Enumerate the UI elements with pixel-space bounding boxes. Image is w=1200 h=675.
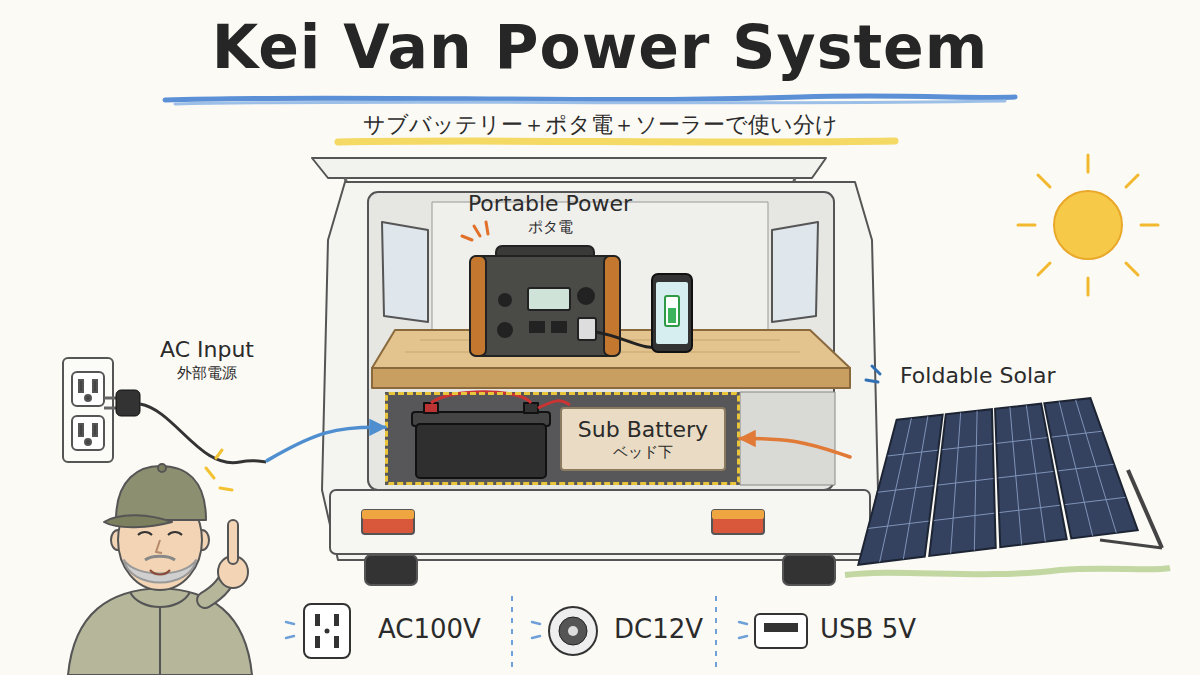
smartphone xyxy=(652,274,692,352)
legend-text: DC12V xyxy=(614,614,703,644)
node-subtext: ポタ電 xyxy=(440,218,660,237)
device-label: Portable Powerポタ電 xyxy=(440,190,660,246)
emphasis-marks xyxy=(866,366,880,382)
emphasis-marks xyxy=(206,450,232,490)
node-subtext: ベッド下 xyxy=(613,443,673,462)
solar-cell-grid xyxy=(997,438,1047,444)
legend-entry: USB 5V xyxy=(735,600,935,662)
subtitle: サブバッテリー＋ポタ電＋ソーラーで使い分け xyxy=(0,110,1200,140)
wall-outlet xyxy=(63,358,113,462)
ac-plug xyxy=(104,390,266,463)
legend-text: USB 5V xyxy=(820,614,916,644)
solar-cell-grid xyxy=(934,513,994,520)
power-source: AC Input外部電源 xyxy=(55,330,267,472)
separator xyxy=(511,596,513,668)
solar-cell-grid xyxy=(1052,431,1102,437)
outlet-icon xyxy=(282,600,362,662)
node-heading: Portable Power xyxy=(440,190,660,218)
solar-cell-grid xyxy=(1058,464,1113,471)
kei-van xyxy=(312,158,878,585)
solar-cell-grid xyxy=(878,486,933,493)
subtitle-underline xyxy=(338,141,895,142)
title-underline xyxy=(165,96,1015,100)
solar-cell-grid xyxy=(887,450,937,456)
solar-cell-grid xyxy=(938,479,993,486)
node-heading: Sub Battery xyxy=(578,416,708,444)
solar-cell-panel xyxy=(1044,398,1137,538)
emphasis-marks xyxy=(462,222,488,240)
solar-cell-grid xyxy=(999,505,1059,512)
flow-arrow xyxy=(267,427,385,460)
legend-entry: AC100V xyxy=(282,600,482,662)
legend-text: AC100V xyxy=(378,614,481,644)
guide-character xyxy=(68,464,252,675)
solar-cell-panel xyxy=(929,409,995,556)
portable-power-station xyxy=(470,246,620,356)
node-heading: Foldable Solar xyxy=(900,362,1150,390)
solar-panel xyxy=(845,398,1170,575)
label-plate: Sub Batteryベッド下 xyxy=(560,407,726,471)
usb-icon xyxy=(735,600,815,662)
node-subtext: 外部電源 xyxy=(147,364,267,383)
node-heading: AC Input xyxy=(147,336,267,364)
title-underline xyxy=(175,101,1005,104)
sun xyxy=(1018,155,1158,295)
solar-cell-grid xyxy=(942,444,992,450)
page-title: Kei Van Power System xyxy=(0,12,1200,82)
legend-entry: DC12V xyxy=(528,600,728,662)
separator xyxy=(715,596,717,668)
solar-cell-grid xyxy=(998,471,1053,478)
flow-arrow xyxy=(740,439,850,458)
solar-source: Foldable Solar xyxy=(850,358,1150,578)
solar-cell-grid xyxy=(1065,497,1125,504)
dc-icon xyxy=(528,600,608,662)
solar-cell-grid xyxy=(868,521,928,528)
battery-compartment: Sub Batteryベッド下 xyxy=(385,392,740,485)
